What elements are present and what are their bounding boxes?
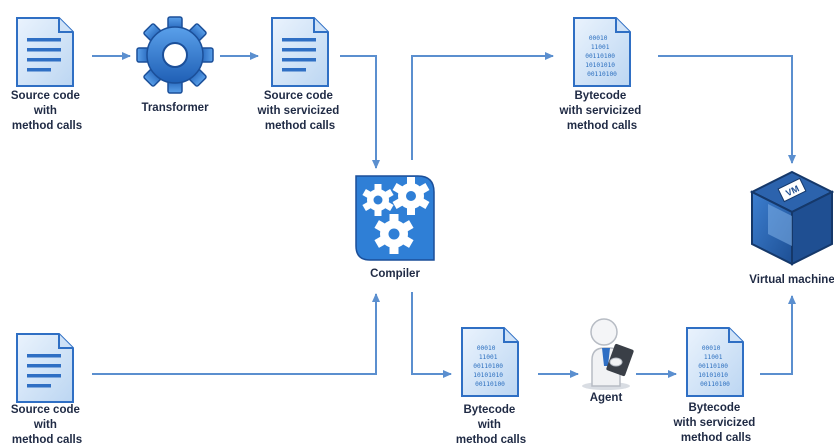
bits-line: 00010 — [589, 35, 608, 42]
label-line: method calls — [456, 434, 526, 446]
bytecode-servicized-top-label: Bytecode with servicized method calls — [558, 90, 644, 132]
document-icon — [16, 333, 74, 403]
node-source-code-top: Source code with method calls — [11, 17, 83, 132]
label-line: Source code — [264, 90, 333, 102]
label-line: Transformer — [141, 102, 209, 114]
edge-bytecode-servicized-bottom-to-vm — [760, 295, 796, 375]
node-bytecode-servicized-top: 00010 11001 00110100 10101010 00110100 B… — [558, 17, 644, 132]
node-bytecode-bottom: 00010 11001 00110100 10101010 00110100 B… — [456, 327, 526, 446]
virtual-machine-label: Virtual machine — [749, 274, 834, 286]
node-virtual-machine: VM Virtual machine — [749, 170, 834, 286]
source-code-top-label: Source code with method calls — [11, 90, 83, 132]
agent-label: Agent — [590, 392, 623, 404]
label-line: with — [33, 419, 57, 431]
label-line: Compiler — [370, 268, 420, 280]
label-line: with servicized — [256, 105, 339, 117]
label-line: with — [33, 105, 57, 117]
bits-line: 00110100 — [700, 381, 730, 388]
bits-line: 10101010 — [473, 372, 503, 379]
binary-file-icon: 00010 11001 00110100 10101010 00110100 — [573, 17, 631, 87]
gears-icon — [355, 175, 435, 261]
agent-figure-icon — [582, 318, 634, 390]
svg-text:00010 11001 00: 00010 11001 00110100 10101010 00110100 — [473, 345, 507, 388]
bits-line: 00010 — [477, 345, 496, 352]
bits-line: 11001 — [479, 354, 498, 361]
label-line: with servicized — [558, 105, 641, 117]
bits-line: 11001 — [704, 354, 723, 361]
edge-bytecode-servicized-to-vm — [658, 55, 796, 164]
bits-line: 11001 — [591, 44, 610, 51]
binary-file-icon: 00010 11001 00110100 10101010 00110100 — [686, 327, 744, 397]
bits-line: 00110100 — [475, 381, 505, 388]
edge-bottom-source-to-compiler — [92, 293, 380, 375]
label-line: Source code — [11, 90, 80, 102]
node-source-code-servicized: Source code with servicized method calls — [256, 17, 342, 132]
virtual-machine-cube-icon: VM — [749, 170, 834, 266]
label-line: Virtual machine — [749, 274, 834, 286]
edge-servicized-source-to-compiler — [340, 55, 380, 169]
bits-line: 00110100 — [698, 363, 728, 370]
bytecode-bottom-label: Bytecode with method calls — [456, 404, 526, 446]
label-line: Source code — [11, 404, 80, 416]
label-line: Bytecode — [575, 90, 627, 102]
bytecode-servicized-bottom-label: Bytecode with servicized method calls — [672, 402, 758, 444]
bits-line: 10101010 — [585, 62, 615, 69]
bits-line: 00010 — [702, 345, 721, 352]
label-line: method calls — [265, 120, 335, 132]
compiler-label: Compiler — [370, 268, 420, 280]
label-line: with servicized — [672, 417, 755, 429]
bits-line: 00110100 — [585, 53, 615, 60]
transformer-label: Transformer — [141, 102, 209, 114]
node-transformer: Transformer — [136, 16, 214, 114]
document-icon — [16, 17, 74, 87]
label-line: method calls — [681, 432, 751, 444]
svg-text:00010 11001 00: 00010 11001 00110100 10101010 00110100 — [698, 345, 732, 388]
source-code-bottom-label: Source code with method calls — [11, 404, 83, 446]
label-line: with — [477, 419, 501, 431]
source-code-servicized-label: Source code with servicized method calls — [256, 90, 342, 132]
node-compiler: Compiler — [355, 175, 435, 280]
bits-line: 10101010 — [698, 372, 728, 379]
edges — [92, 52, 796, 378]
node-bytecode-servicized-bottom: 00010 11001 00110100 10101010 00110100 B… — [672, 327, 758, 444]
svg-text:00010 11001 00: 00010 11001 00110100 10101010 00110100 — [585, 35, 619, 78]
document-icon — [271, 17, 329, 87]
gear-icon — [136, 16, 214, 94]
label-line: method calls — [12, 120, 82, 132]
edge-compiler-to-bytecode-servicized — [411, 52, 554, 160]
label-line: Bytecode — [689, 402, 741, 414]
bits-line: 00110100 — [473, 363, 503, 370]
node-agent: Agent — [582, 318, 634, 404]
node-source-code-bottom: Source code with method calls — [11, 333, 83, 446]
label-line: method calls — [12, 434, 82, 446]
edge-compiler-to-bytecode — [411, 292, 452, 378]
label-line: Agent — [590, 392, 623, 404]
label-line: Bytecode — [464, 404, 516, 416]
bits-line: 00110100 — [587, 71, 617, 78]
label-line: method calls — [567, 120, 637, 132]
binary-file-icon: 00010 11001 00110100 10101010 00110100 — [461, 327, 519, 397]
